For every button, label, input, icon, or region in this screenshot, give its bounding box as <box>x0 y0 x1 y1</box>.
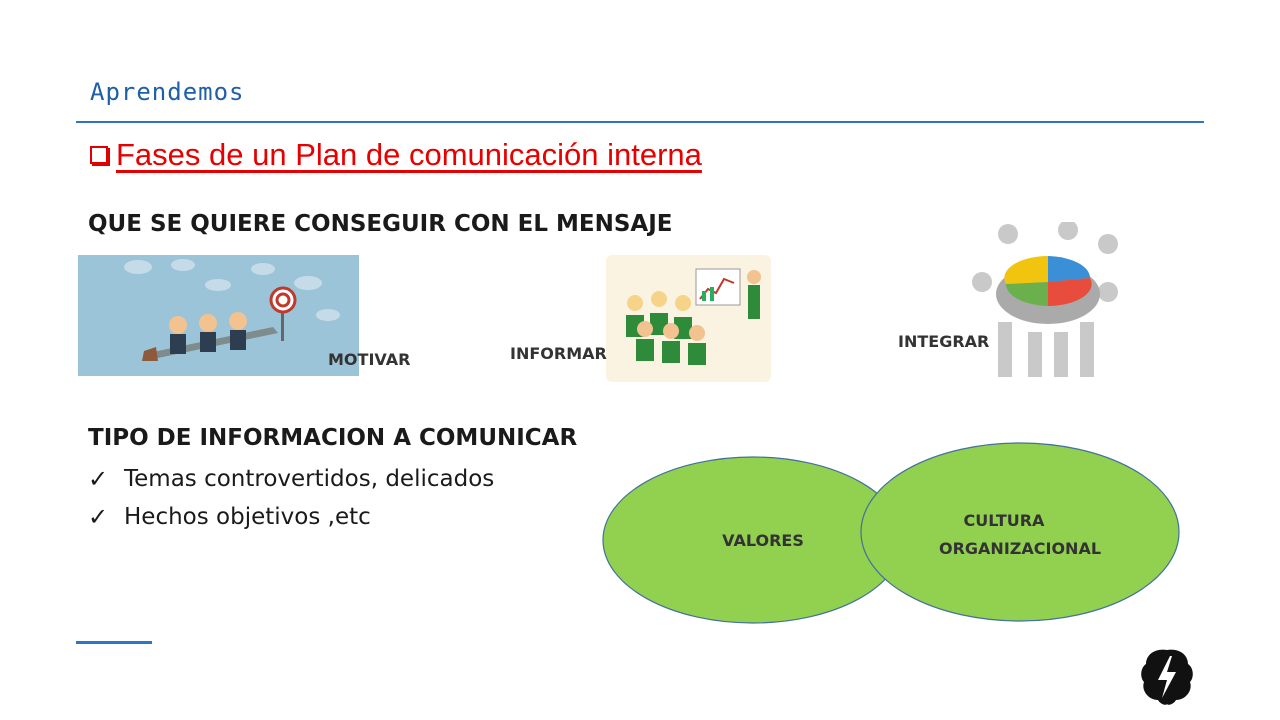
header-label: Aprendemos <box>90 78 245 106</box>
square-bullet-icon <box>90 146 108 164</box>
culture-ellipse-label-line2: ORGANIZACIONAL <box>939 539 1101 558</box>
culture-ellipse-label-line1: CULTURA <box>964 511 1046 530</box>
presentation-audience-illustration <box>606 255 771 382</box>
section-heading-objective: QUE SE QUIERE CONSEGUIR CON EL MENSAJE <box>88 211 673 237</box>
objective-label-motivar: MOTIVAR <box>328 350 411 369</box>
objective-label-integrar: INTEGRAR <box>898 332 990 351</box>
checkmark-icon: ✓ <box>88 465 109 493</box>
list-item: ✓ Temas controvertidos, delicados <box>88 460 494 498</box>
info-type-checklist: ✓ Temas controvertidos, delicados ✓ Hech… <box>88 460 494 536</box>
list-item: ✓ Hechos objetivos ,etc <box>88 498 494 536</box>
section-heading-info-type: TIPO DE INFORMACION A COMUNICAR <box>88 425 578 451</box>
slide-title: Fases de un Plan de comunicación interna <box>90 137 702 173</box>
culture-ellipse <box>860 442 1180 622</box>
objective-label-informar: INFORMAR <box>510 344 607 363</box>
list-item-text: Temas controvertidos, delicados <box>124 466 495 492</box>
footer-accent-line <box>76 641 152 644</box>
brain-bolt-icon <box>1141 649 1193 705</box>
slide-title-text: Fases de un Plan de comunicación interna <box>116 137 702 172</box>
header-divider <box>76 121 1204 123</box>
values-ellipse-label: VALORES <box>722 531 804 550</box>
people-holding-pie-chart-illustration <box>972 222 1118 377</box>
values-culture-diagram: VALORES CULTURA ORGANIZACIONAL <box>602 442 1180 624</box>
team-pulling-arrow-target-illustration <box>78 255 359 376</box>
list-item-text: Hechos objetivos ,etc <box>124 504 371 530</box>
checkmark-icon: ✓ <box>88 503 109 531</box>
